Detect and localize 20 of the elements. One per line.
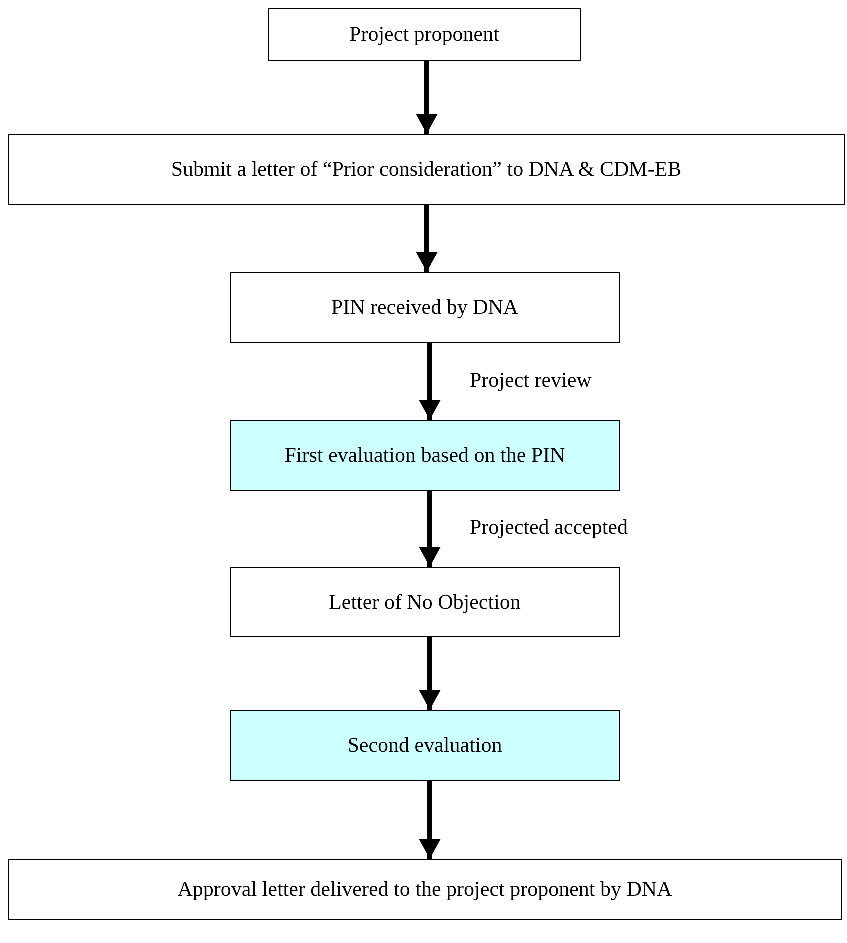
evaluation-box (230, 710, 620, 781)
process-box (230, 567, 620, 637)
arrow (419, 491, 441, 567)
node-text: PIN received by DNA (331, 295, 519, 320)
node-text: Second evaluation (348, 733, 502, 758)
node-text: Letter of No Objection (329, 590, 521, 614)
arrow (419, 637, 441, 710)
node-text: Project proponent (350, 22, 500, 47)
arrow (416, 61, 438, 134)
process-box (8, 859, 842, 920)
evaluation-box (230, 420, 620, 491)
node-text: Submit a letter of “Prior consideration” to DNA & CDM-EB (171, 157, 682, 182)
arrow (416, 205, 438, 272)
arrow (419, 343, 441, 420)
process-box (8, 134, 845, 205)
node-text: Approval letter delivered to the project proponent by DNA (178, 877, 672, 902)
process-box (230, 272, 620, 343)
node-text: First evaluation based on the PIN (284, 443, 566, 468)
process-box (268, 8, 581, 61)
arrow (419, 781, 441, 859)
